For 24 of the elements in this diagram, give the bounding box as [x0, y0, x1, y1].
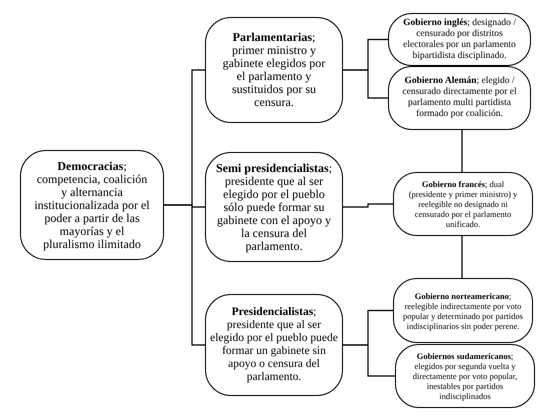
- connector-line: [461, 130, 463, 172]
- box-text: Gobiernos sudamericanos; elegidos por segunda vuelta y directamente por voto popular, inestables por partidos indisciplinados: [412, 351, 518, 401]
- connector-line: [343, 69, 388, 99]
- connector-line: [164, 204, 205, 346]
- box-text: Gobierno norteamericano; reelegible indirectamente por voto popular y determinado por partidos indisciplinarios sin poder perene.: [402, 290, 524, 330]
- rounded-box: [388, 66, 531, 130]
- rounded-box: [393, 278, 533, 343]
- box-text: Gobierno francés; dual (presidente y primer ministro) y reelegible no designado ni censurado por el parlamento unificado.: [408, 179, 518, 229]
- rounded-box: [205, 17, 343, 123]
- connector-line: [461, 236, 463, 278]
- rounded-box: [388, 13, 531, 66]
- box-text: Semi presidencialistas; presidente que al ser elegido por el pueblo sólo puede formar su gabinete con el apoyo y la censura del parlamento.: [214, 162, 334, 252]
- rounded-box: [20, 150, 164, 260]
- rounded-box: [205, 294, 343, 396]
- box-text: Parlamentarias; primer ministro y gabinete elegidos por el parlamento y sustituidos por su censura.: [222, 31, 326, 109]
- rounded-box: [393, 172, 533, 236]
- box-text: Democracias; competencia, coalición y alternancia institucionalizada por el poder a partir de las mayorías y el pluralismo ilimitado: [33, 160, 151, 250]
- box-text: Gobierno inglés; designado / censurado por distritos electorales por un parlamento bipartidista disciplinado.: [402, 18, 517, 62]
- box-text: Gobierno Alemán; elegido / censurado directamente por el parlamento multi partidista formado por coalición.: [401, 76, 518, 120]
- connector-line: [343, 203, 393, 208]
- connector-line: [343, 344, 395, 377]
- box-text: Presidencialistas; presidente que al ser elegido por el pueblo puede formar un gabinete sin apoyo o censura del parlamento.: [210, 306, 338, 384]
- rounded-box: [205, 152, 343, 262]
- rounded-box: [395, 344, 535, 408]
